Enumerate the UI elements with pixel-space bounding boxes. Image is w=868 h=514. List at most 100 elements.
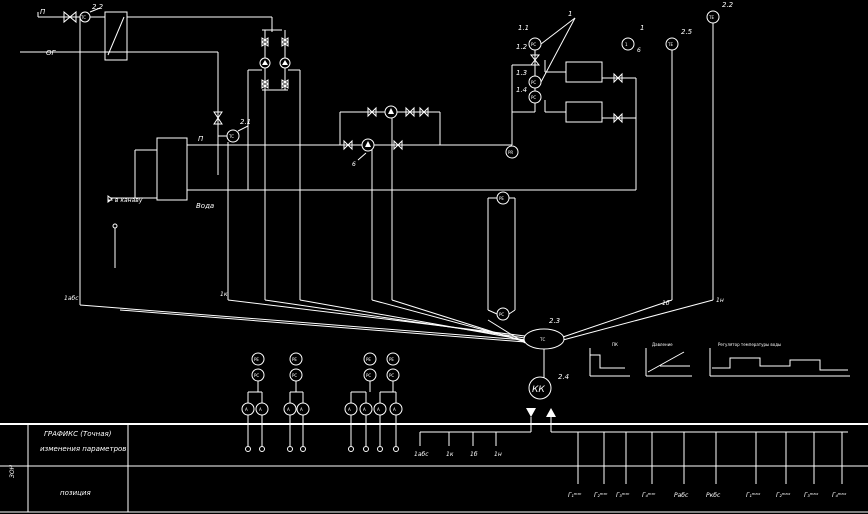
pe-field-instrument xyxy=(289,352,303,366)
title-side: ЗОН xyxy=(9,464,16,478)
svg-text:PC: PC xyxy=(531,80,536,85)
callout-1-1: 1.1 xyxy=(518,24,529,32)
mini-chart-1: ПК xyxy=(589,342,630,377)
bottom-right-label: Г₄ᵐᶦⁿ xyxy=(642,492,656,499)
svg-text:TC: TC xyxy=(228,134,234,139)
title-row3: позиция xyxy=(60,489,91,497)
bottom-right-labels: Г₁ᵐᶦⁿ Г₂ᵐᶦⁿ Г₃ᵐᶦⁿ Г₄ᵐᶦⁿ Рабс Ркбс Г₁ᵐᵃˣ Г₂ᵐᵃˣ Г₃… xyxy=(568,432,847,499)
callout-2-3: 2.3 xyxy=(549,317,560,325)
kk-unit xyxy=(528,376,552,400)
converging-signals: 1абс 1к 1б 1н xyxy=(64,291,724,344)
bus-label: 1б xyxy=(662,300,670,307)
central-controller: ТС 2.3 КК 2.4 xyxy=(523,317,569,432)
field-label: РЕ xyxy=(292,357,297,362)
alarm-icon xyxy=(344,402,358,416)
field-label: А xyxy=(363,407,366,412)
pe-instrument xyxy=(621,37,635,51)
callout-2-4: 2.4 xyxy=(558,373,569,381)
bottom-right-label: Г₃ᵐᵃˣ xyxy=(804,492,819,499)
valve-top-left: TC 2.2 xyxy=(63,3,104,24)
bottom-label: 1б xyxy=(470,451,478,458)
alarm-icon xyxy=(296,402,310,416)
alarm-icon xyxy=(241,402,255,416)
field-label: А xyxy=(348,407,351,412)
bottom-right-label: Рабс xyxy=(674,492,689,499)
terminal-icon xyxy=(287,446,293,452)
terminal-icon xyxy=(300,446,306,452)
bottom-right-label: Ркбс xyxy=(706,492,721,499)
left-branch: TC 2.1 xyxy=(213,52,251,175)
pressure-loop: PE PC xyxy=(487,191,516,321)
bus-label: 1к xyxy=(220,291,228,298)
bottom-right-label: Г₄ᵐᵃˣ xyxy=(832,492,847,499)
svg-text:TE: TE xyxy=(667,42,673,47)
svg-text:TC: TC xyxy=(80,15,86,20)
pe-field-instrument xyxy=(251,352,265,366)
far-right-instruments: 1 1 6 TE 2.5 TE 2.2 xyxy=(621,1,734,300)
alarm-icon xyxy=(389,402,403,416)
svg-text:Давление: Давление xyxy=(652,342,673,347)
callout-1-2: 1.2 xyxy=(516,43,528,51)
terminal-icon xyxy=(377,446,383,452)
label-water: Вода xyxy=(196,202,214,210)
callout-2-2-right: 2.2 xyxy=(722,1,734,9)
field-label: А xyxy=(300,407,303,412)
svg-text:PC: PC xyxy=(531,95,536,100)
svg-text:TE: TE xyxy=(708,15,714,20)
alarm-icon xyxy=(373,402,387,416)
title-row1: ГРАФИКС (Точная) xyxy=(44,430,112,438)
pe-field-instrument xyxy=(386,352,400,366)
inlet-line: ОГ П xyxy=(20,8,218,57)
terminal-icon xyxy=(348,446,354,452)
svg-text:PR: PR xyxy=(508,150,513,155)
field-label: РЕ xyxy=(389,357,394,362)
label-g1: П xyxy=(40,8,46,16)
field-label: РС xyxy=(292,373,297,378)
mini-chart-2: Давление xyxy=(645,342,692,377)
terminal-icon xyxy=(363,446,369,452)
svg-text:PC: PC xyxy=(499,312,504,317)
pe-field-instrument xyxy=(363,352,377,366)
bottom-right-label: Г₂ᵐᵃˣ xyxy=(776,492,791,499)
bottom-label: 1абс xyxy=(414,451,429,458)
svg-text:1: 1 xyxy=(640,24,644,32)
pump-group-center: 6 xyxy=(339,105,512,300)
label-g2: ОГ xyxy=(46,49,57,57)
bottom-right-label: Г₁ᵐᵃˣ xyxy=(746,492,761,499)
svg-text:Регулятор температуры воды: Регулятор температуры воды xyxy=(718,342,781,347)
field-label: А xyxy=(393,407,396,412)
field-label: РС xyxy=(366,373,371,378)
field-label: А xyxy=(287,407,290,412)
callout-2-1: 2.1 xyxy=(240,118,251,126)
svg-text:PC: PC xyxy=(531,42,536,47)
bus-label: 1н xyxy=(716,297,724,304)
heat-exchanger-top xyxy=(104,11,273,61)
column-tank: П Вода ← в канаву xyxy=(107,135,636,268)
field-label: А xyxy=(259,407,262,412)
label-drain: ← в канаву xyxy=(108,197,143,204)
svg-text:ПК: ПК xyxy=(612,342,618,347)
bottom-labels: 1абс 1к 1б 1н xyxy=(414,451,502,458)
bottom-label: 1к xyxy=(446,451,454,458)
pr-instrument xyxy=(505,145,519,159)
pump-stack-left xyxy=(247,29,301,190)
field-label: РС xyxy=(254,373,259,378)
bottom-right-label: Г₃ᵐᶦⁿ xyxy=(616,492,630,499)
callout-1: 1 xyxy=(568,10,572,18)
title-row2: изменения параметров xyxy=(40,445,126,453)
callout-2-2: 2.2 xyxy=(92,3,104,11)
field-label: РЕ xyxy=(366,357,371,362)
pc-instrument xyxy=(528,90,542,104)
svg-text:6: 6 xyxy=(352,161,356,168)
terminal-icon xyxy=(393,446,399,452)
label-g3: П xyxy=(198,135,204,143)
svg-text:1: 1 xyxy=(625,42,628,47)
bottom-label: 1н xyxy=(494,451,502,458)
field-label: А xyxy=(245,407,248,412)
bottom-right-label: Г₁ᵐᶦⁿ xyxy=(568,492,582,499)
callout-1-3: 1.3 xyxy=(516,69,527,77)
bottom-right-label: Г₂ᵐᶦⁿ xyxy=(594,492,608,499)
signal-lines-left xyxy=(79,17,301,300)
alarm-icon xyxy=(283,402,297,416)
